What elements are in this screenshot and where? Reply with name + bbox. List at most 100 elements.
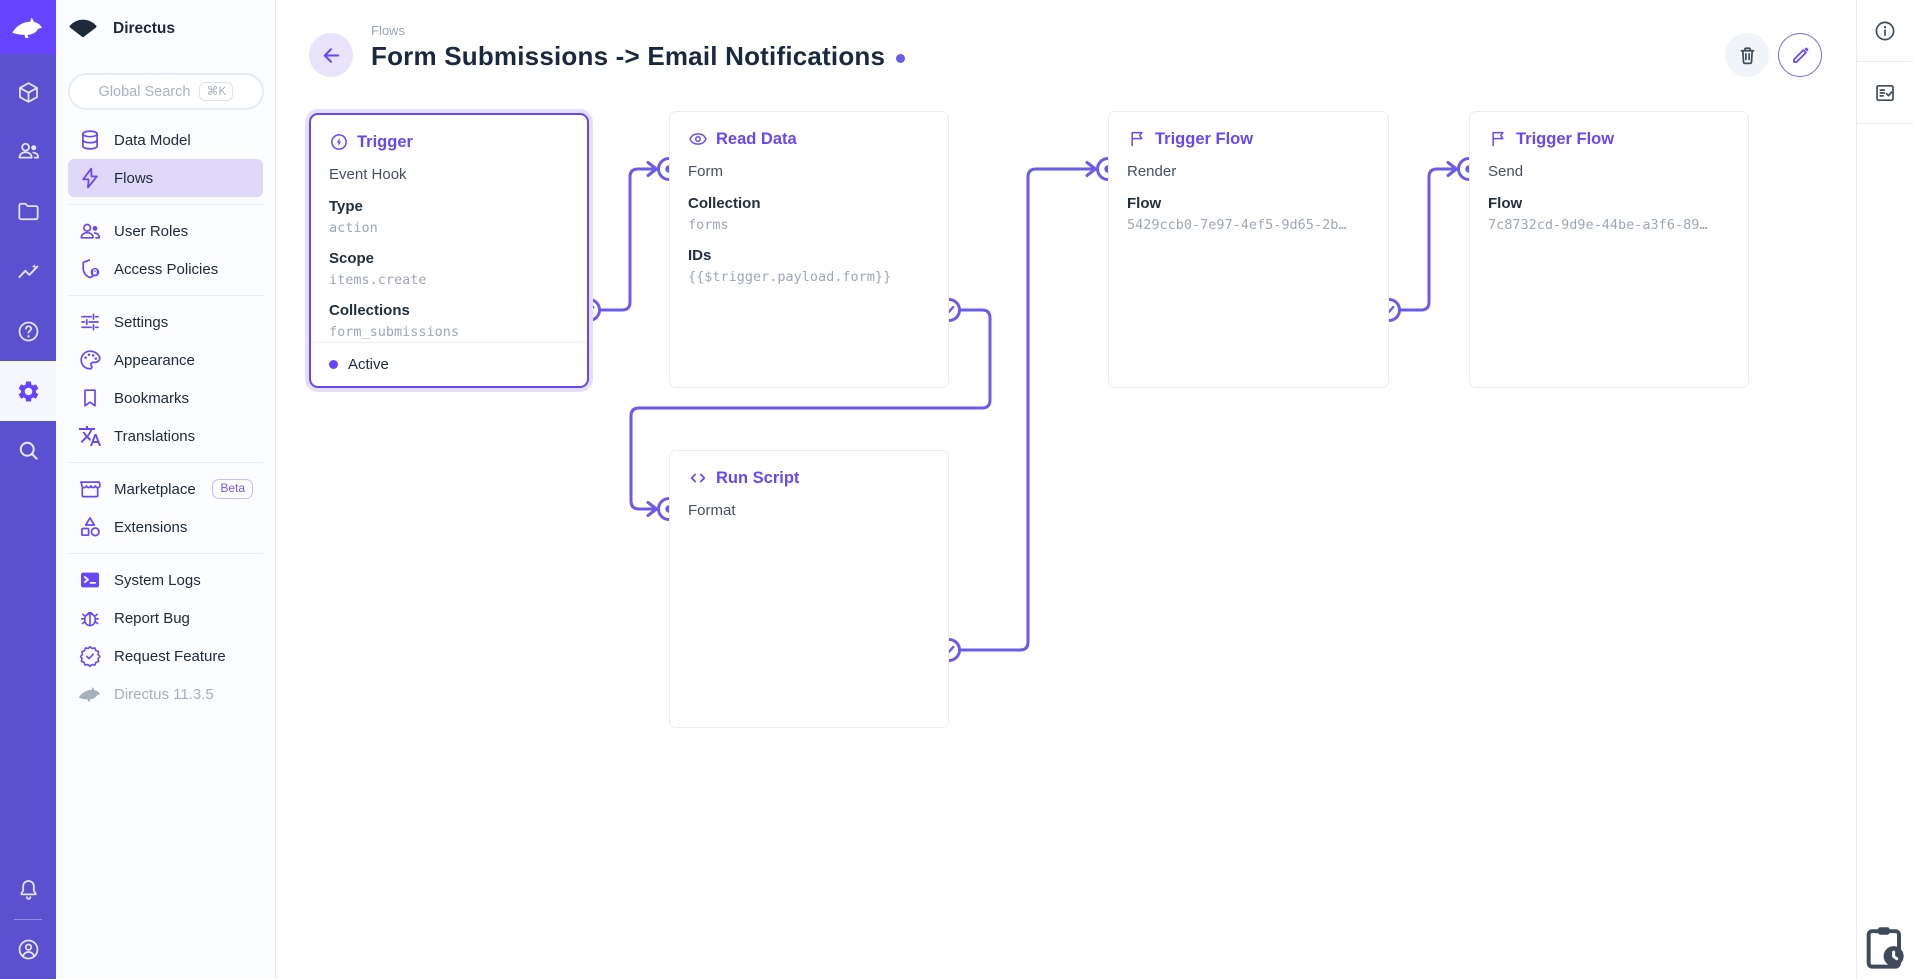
flag-icon bbox=[1127, 129, 1147, 149]
operation-name: Format bbox=[688, 501, 930, 521]
arrowhead bbox=[1087, 163, 1096, 176]
info-icon bbox=[1873, 19, 1897, 43]
field-flow: Flow 5429ccb0-7e97-4ef5-9d65-2b… bbox=[1127, 193, 1370, 236]
user-menu-button[interactable] bbox=[0, 921, 56, 977]
trigger-type-label: Event Hook bbox=[329, 165, 569, 185]
node-title: Read Data bbox=[716, 130, 797, 149]
sidebar-item-label: Data Model bbox=[114, 132, 191, 149]
node-header: Trigger Flow bbox=[1127, 129, 1370, 149]
sidebar-item-request-feature[interactable]: Request Feature bbox=[68, 637, 263, 675]
module-bar-divider bbox=[14, 919, 42, 920]
bell-icon bbox=[16, 877, 41, 902]
wire-render-to-send bbox=[1389, 169, 1455, 310]
activity-log-button[interactable] bbox=[1857, 917, 1913, 979]
breadcrumb[interactable]: Flows bbox=[371, 23, 405, 38]
node-title: Trigger bbox=[357, 133, 413, 152]
folder-icon bbox=[16, 199, 41, 224]
sidebar-item-report-bug[interactable]: Report Bug bbox=[68, 599, 263, 637]
edit-flow-button[interactable] bbox=[1778, 33, 1822, 77]
sidebar-item-access-policies[interactable]: Access Policies bbox=[68, 250, 263, 288]
fact-check-icon bbox=[1873, 81, 1897, 105]
code-icon bbox=[688, 468, 708, 488]
node-title: Run Script bbox=[716, 469, 799, 488]
sidebar-item-label: Appearance bbox=[114, 352, 195, 369]
sidebar-item-label: Bookmarks bbox=[114, 390, 189, 407]
sidebar-item-label: Access Policies bbox=[114, 261, 218, 278]
module-bar bbox=[0, 0, 56, 979]
node-title: Trigger Flow bbox=[1155, 130, 1253, 149]
field-value: action bbox=[329, 217, 569, 239]
sidebar-item-label: Extensions bbox=[114, 519, 187, 536]
tune-icon bbox=[78, 310, 102, 334]
sidebar-item-label: Translations bbox=[114, 428, 195, 445]
field-value: {{$trigger.payload.form}} bbox=[688, 266, 930, 288]
directus-logo-button[interactable] bbox=[0, 0, 56, 54]
sidebar-item-user-roles[interactable]: User Roles bbox=[68, 212, 263, 250]
node-run-script[interactable]: Run Script Format bbox=[669, 450, 949, 728]
module-search[interactable] bbox=[0, 422, 56, 478]
back-button[interactable] bbox=[309, 33, 353, 77]
shapes-icon bbox=[78, 515, 102, 539]
module-files[interactable] bbox=[0, 183, 56, 239]
sidebar-item-extensions[interactable]: Extensions bbox=[68, 508, 263, 546]
version-label-row: Directus 11.3.5 bbox=[68, 675, 263, 713]
version-label: Directus 11.3.5 bbox=[114, 686, 214, 703]
settings-gear-icon bbox=[16, 379, 41, 404]
node-read-data[interactable]: Read Data Form Collection forms IDs {{$t… bbox=[669, 111, 949, 388]
right-sidebar bbox=[1856, 0, 1913, 979]
field-value: 5429ccb0-7e97-4ef5-9d65-2b… bbox=[1127, 214, 1370, 236]
node-trigger-flow-render[interactable]: Trigger Flow Render Flow 5429ccb0-7e97-4… bbox=[1108, 111, 1389, 388]
sidebar-item-translations[interactable]: Translations bbox=[68, 417, 263, 455]
sidebar-item-appearance[interactable]: Appearance bbox=[68, 341, 263, 379]
trash-icon bbox=[1736, 44, 1759, 67]
sidebar-item-flows[interactable]: Flows bbox=[68, 159, 263, 197]
user-circle-icon bbox=[16, 937, 41, 962]
database-icon bbox=[78, 128, 102, 152]
project-logo-icon bbox=[68, 18, 98, 40]
nav-divider bbox=[68, 553, 263, 554]
field-label: Type bbox=[329, 196, 569, 217]
nav-divider bbox=[68, 295, 263, 296]
storefront-icon bbox=[78, 477, 102, 501]
delete-flow-button[interactable] bbox=[1725, 33, 1769, 77]
sidebar-item-marketplace[interactable]: Marketplace Beta bbox=[68, 470, 263, 508]
global-search-input[interactable]: Global Search ⌘K bbox=[68, 73, 264, 110]
info-sidebar-button[interactable] bbox=[1857, 0, 1913, 62]
module-users[interactable] bbox=[0, 122, 56, 178]
sidebar-item-bookmarks[interactable]: Bookmarks bbox=[68, 379, 263, 417]
node-trigger-flow-send[interactable]: Trigger Flow Send Flow 7c8732cd-9d9e-44b… bbox=[1469, 111, 1749, 388]
flow-canvas-area: Flows Form Submissions -> Email Notifica… bbox=[276, 0, 1856, 979]
people-icon bbox=[78, 219, 102, 243]
nav-sidebar: Directus Global Search ⌘K Data Model Flo… bbox=[56, 0, 276, 979]
sidebar-item-label: Marketplace bbox=[114, 481, 196, 498]
node-header: Trigger Flow bbox=[1488, 129, 1730, 149]
search-icon bbox=[16, 438, 41, 463]
clipboard-clock-icon bbox=[1857, 920, 1913, 976]
node-trigger-header: Trigger bbox=[329, 132, 569, 152]
module-insights[interactable] bbox=[0, 244, 56, 300]
translate-icon bbox=[78, 424, 102, 448]
node-trigger[interactable]: Trigger Event Hook Type action Scope ite… bbox=[309, 113, 589, 388]
pencil-icon bbox=[1789, 44, 1812, 67]
sidebar-item-label: Settings bbox=[114, 314, 168, 331]
field-scope: Scope items.create bbox=[329, 248, 569, 291]
sidebar-item-settings[interactable]: Settings bbox=[68, 303, 263, 341]
module-help[interactable] bbox=[0, 303, 56, 359]
verified-icon bbox=[78, 644, 102, 668]
sidebar-item-system-logs[interactable]: System Logs bbox=[68, 561, 263, 599]
help-icon bbox=[16, 319, 41, 344]
global-search-placeholder: Global Search bbox=[99, 84, 191, 100]
notifications-button[interactable] bbox=[0, 861, 56, 917]
sidebar-item-data-model[interactable]: Data Model bbox=[68, 121, 263, 159]
box-icon bbox=[16, 80, 41, 105]
bug-icon bbox=[78, 606, 102, 630]
field-label: Flow bbox=[1488, 193, 1730, 214]
sidebar-item-label: Flows bbox=[114, 170, 153, 187]
trigger-status-row: Active bbox=[311, 342, 587, 386]
revisions-sidebar-button[interactable] bbox=[1857, 62, 1913, 124]
nav-divider bbox=[68, 462, 263, 463]
module-settings[interactable] bbox=[0, 361, 56, 421]
module-content[interactable] bbox=[0, 64, 56, 120]
field-flow: Flow 7c8732cd-9d9e-44be-a3f6-89… bbox=[1488, 193, 1730, 236]
